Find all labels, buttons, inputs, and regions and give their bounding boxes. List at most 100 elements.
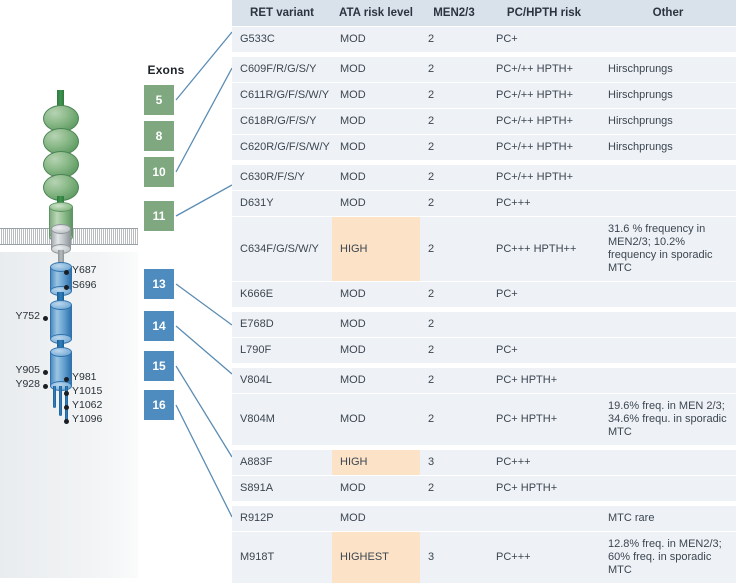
cell-ata-risk-level: MOD	[332, 504, 420, 532]
cell-ata-risk-level: MOD	[332, 55, 420, 83]
connector-exon-14-to-v804	[176, 326, 232, 374]
cell-ata-risk-level: HIGHEST	[332, 532, 420, 583]
cell-other	[600, 163, 736, 191]
cell-men: 2	[420, 338, 488, 366]
cell-ret-variant: C609F/R/G/S/Y	[232, 55, 332, 83]
cell-men: 2	[420, 282, 488, 310]
cell-ata-risk-level: MOD	[332, 476, 420, 504]
cell-other: Hirschprungs	[600, 109, 736, 135]
cell-ret-variant: K666E	[232, 282, 332, 310]
cell-pc-hpth-risk: PC+ HPTH+	[488, 476, 600, 504]
cell-pc-hpth-risk	[488, 504, 600, 532]
cell-men: 2	[420, 55, 488, 83]
cell-men: 2	[420, 310, 488, 338]
cell-ret-variant: M918T	[232, 532, 332, 583]
cell-men	[420, 504, 488, 532]
cell-ata-risk-level: MOD	[332, 338, 420, 366]
cell-ret-variant: S891A	[232, 476, 332, 504]
column-header-men: MEN2/3	[420, 0, 488, 27]
cell-ret-variant: D631Y	[232, 191, 332, 217]
connector-exon-11-to-c630	[176, 185, 232, 216]
cell-ret-variant: C611R/G/F/S/W/Y	[232, 83, 332, 109]
cell-ata-risk-level: HIGH	[332, 217, 420, 282]
cell-pc-hpth-risk: PC+/++ HPTH+	[488, 109, 600, 135]
cell-ata-risk-level: MOD	[332, 282, 420, 310]
cell-ata-risk-level: MOD	[332, 191, 420, 217]
cell-pc-hpth-risk: PC+ HPTH+	[488, 366, 600, 394]
cell-pc-hpth-risk: PC+	[488, 338, 600, 366]
cell-ata-risk-level: MOD	[332, 109, 420, 135]
connector-exon-5-to-g533c	[176, 32, 232, 100]
cell-other	[600, 476, 736, 504]
cell-ata-risk-level: MOD	[332, 27, 420, 55]
cell-pc-hpth-risk: PC+/++ HPTH+	[488, 163, 600, 191]
cell-men: 3	[420, 532, 488, 583]
column-header-other: Other	[600, 0, 736, 27]
cell-men: 2	[420, 217, 488, 282]
cell-ret-variant: C620R/G/F/S/W/Y	[232, 135, 332, 163]
cell-men: 2	[420, 191, 488, 217]
cell-men: 2	[420, 394, 488, 448]
cell-men: 3	[420, 448, 488, 476]
cell-pc-hpth-risk: PC+	[488, 27, 600, 55]
cell-ret-variant: V804L	[232, 366, 332, 394]
cell-ret-variant: L790F	[232, 338, 332, 366]
connector-exon-16-to-r912	[176, 405, 232, 517]
cell-ret-variant: R912P	[232, 504, 332, 532]
cell-pc-hpth-risk: PC+/++ HPTH+	[488, 135, 600, 163]
column-header-ata-risk: ATA risk level	[332, 0, 420, 27]
cell-pc-hpth-risk: PC+++ HPTH++	[488, 217, 600, 282]
cell-ata-risk-level: MOD	[332, 83, 420, 109]
cell-men: 2	[420, 27, 488, 55]
cell-other	[600, 338, 736, 366]
cell-pc-hpth-risk: PC+/++ HPTH+	[488, 83, 600, 109]
cell-pc-hpth-risk: PC+/++ HPTH+	[488, 55, 600, 83]
cell-other	[600, 27, 736, 55]
cell-other	[600, 191, 736, 217]
cell-other	[600, 282, 736, 310]
cell-pc-hpth-risk: PC+++	[488, 191, 600, 217]
cell-ret-variant: A883F	[232, 448, 332, 476]
cell-pc-hpth-risk: PC+++	[488, 532, 600, 583]
cell-ata-risk-level: MOD	[332, 394, 420, 448]
cell-other	[600, 366, 736, 394]
cell-other	[600, 448, 736, 476]
cell-men: 2	[420, 366, 488, 394]
cell-other: 19.6% freq. in MEN 2/3; 34.6% frequ. in …	[600, 394, 736, 448]
cell-ret-variant: C618R/G/F/S/Y	[232, 109, 332, 135]
connector-exon-10-to-c609	[176, 68, 232, 172]
cell-ata-risk-level: MOD	[332, 135, 420, 163]
cell-other: Hirschprungs	[600, 135, 736, 163]
cell-ret-variant: C630R/F/S/Y	[232, 163, 332, 191]
cell-men: 2	[420, 109, 488, 135]
cell-ata-risk-level: HIGH	[332, 448, 420, 476]
cell-other: Hirschprungs	[600, 83, 736, 109]
cell-pc-hpth-risk: PC+++	[488, 448, 600, 476]
cell-other: Hirschprungs	[600, 55, 736, 83]
cell-men: 2	[420, 163, 488, 191]
exon-connector-lines	[0, 0, 232, 578]
cell-men: 2	[420, 476, 488, 504]
cell-pc-hpth-risk	[488, 310, 600, 338]
cell-ata-risk-level: MOD	[332, 163, 420, 191]
connector-exon-13-to-e768	[176, 284, 232, 325]
cell-pc-hpth-risk: PC+	[488, 282, 600, 310]
